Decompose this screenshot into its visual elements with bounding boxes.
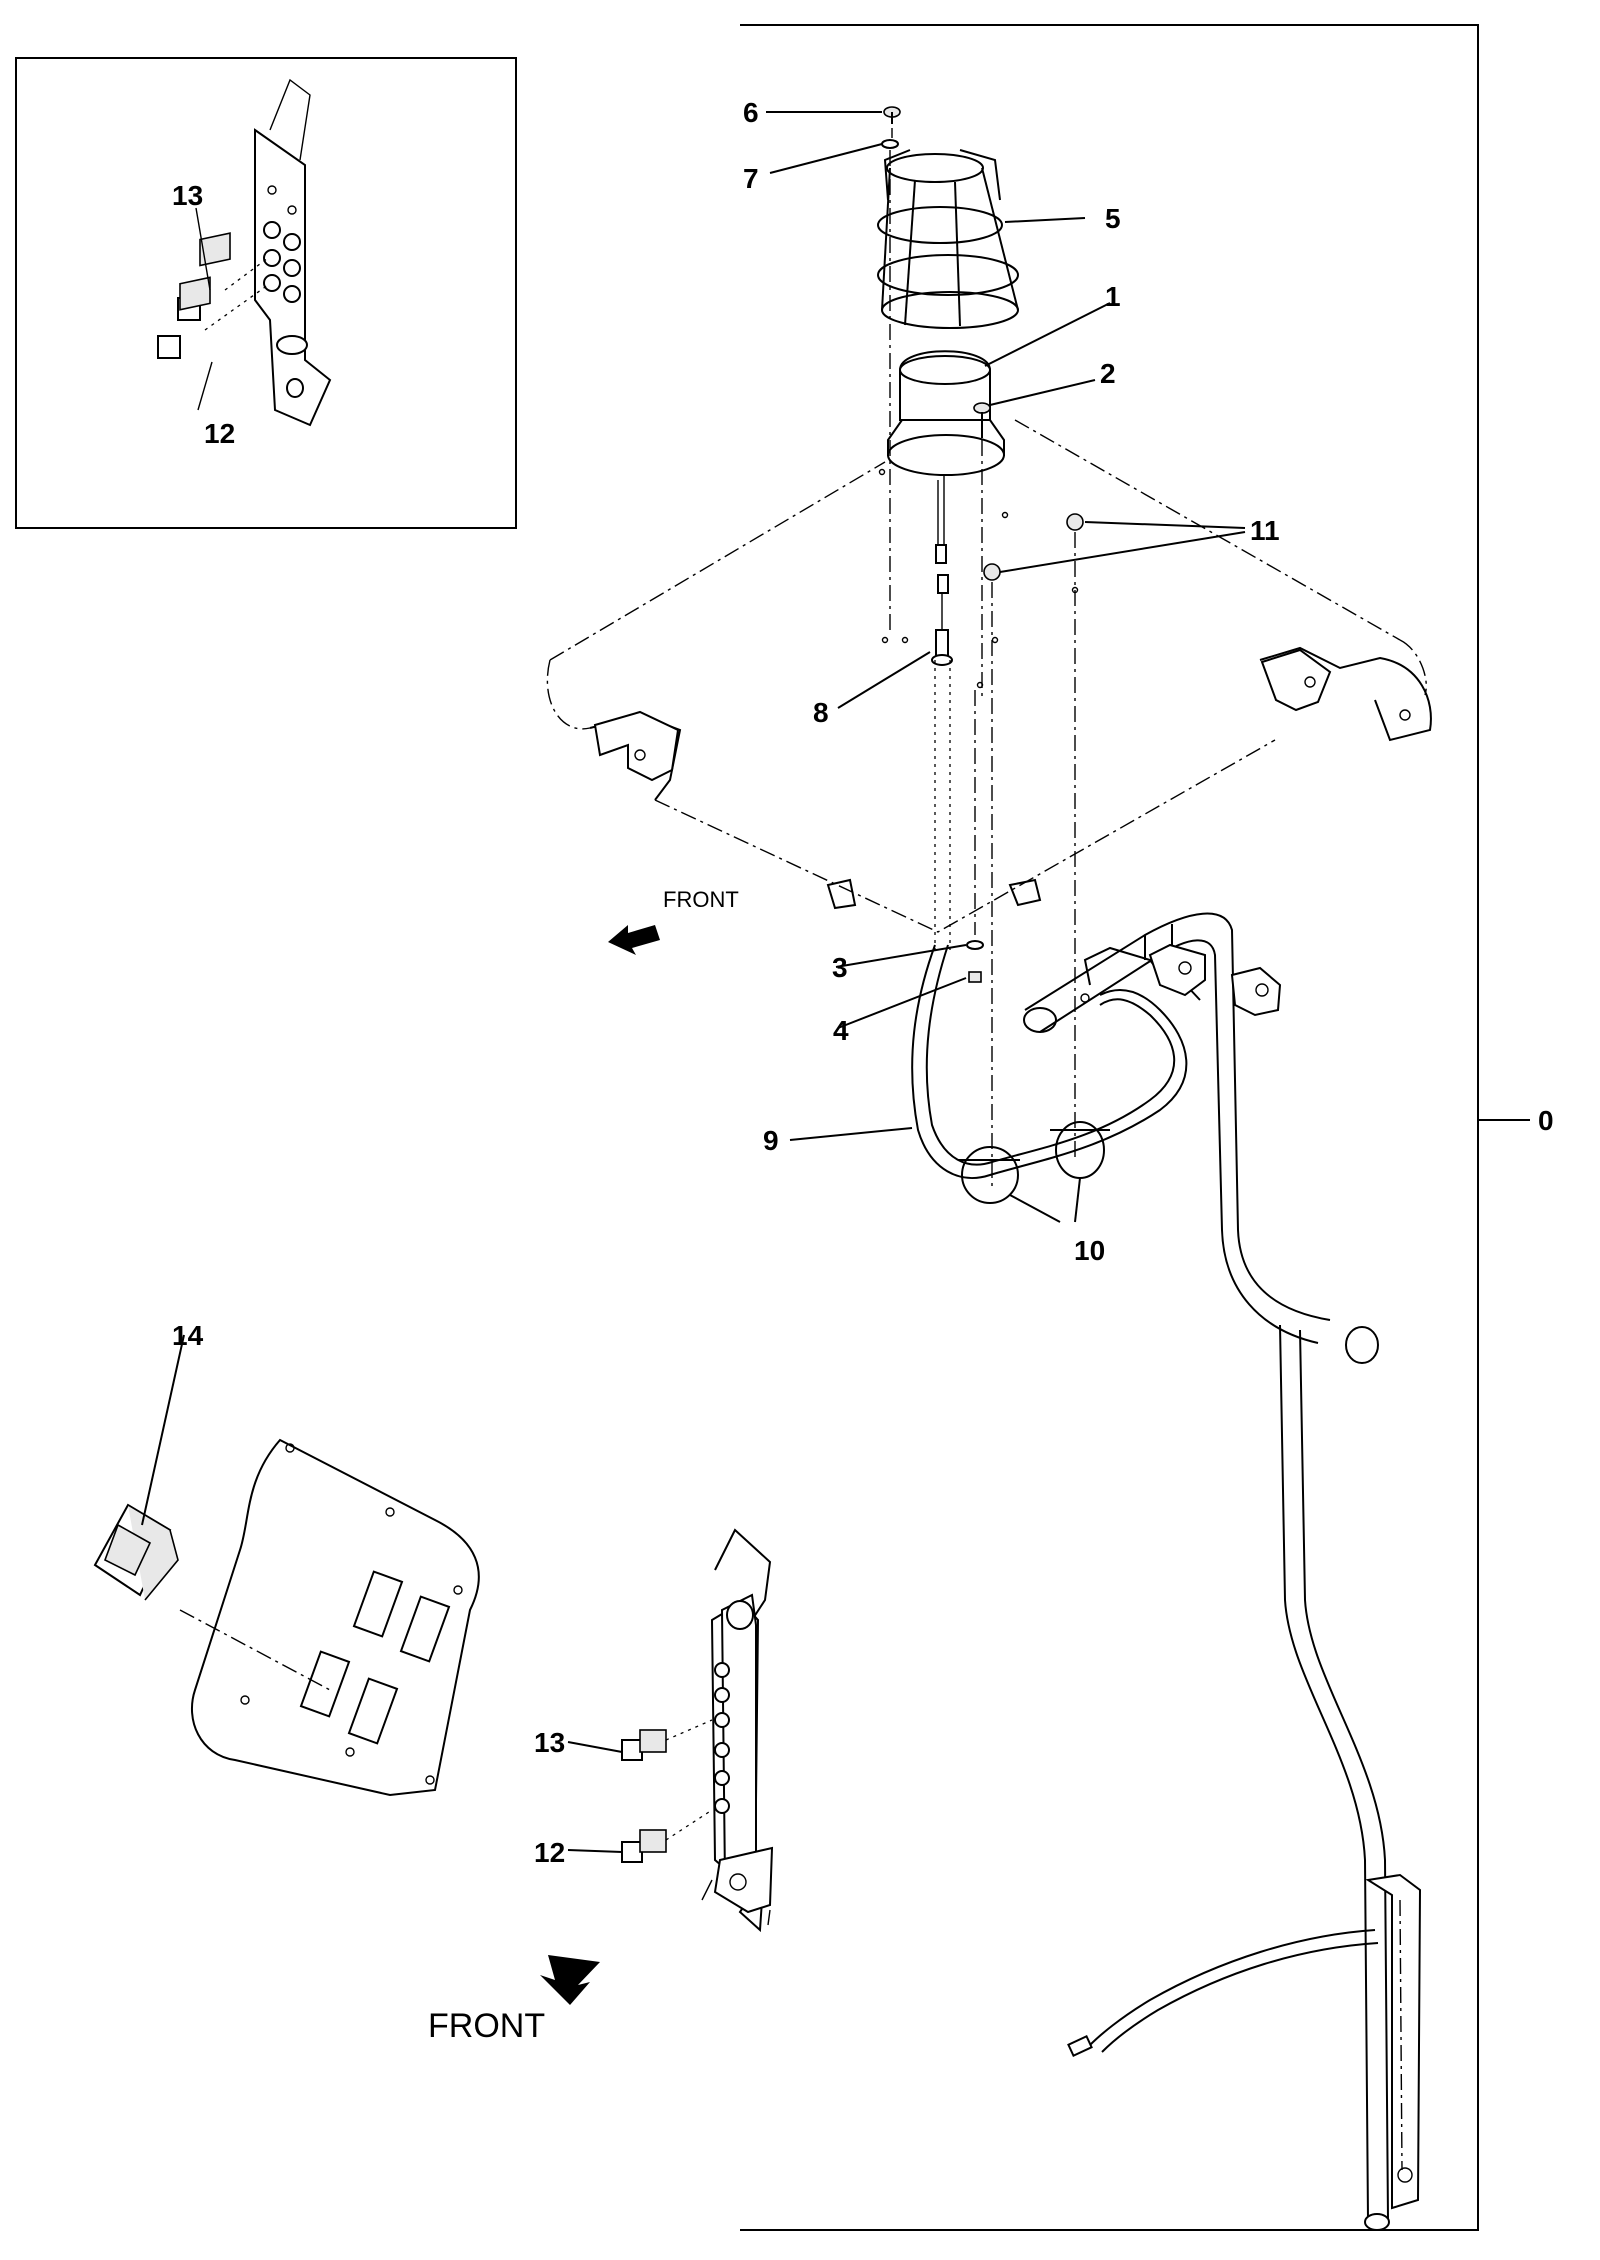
center-lines: [889, 128, 1076, 1190]
grommet: [931, 629, 953, 666]
callout-1: 1: [1105, 281, 1121, 312]
callout-0: 0: [1538, 1105, 1554, 1136]
connector-cable: [1067, 1929, 1379, 2057]
rocker-switch: [93, 1503, 179, 1601]
front-label-upper: FRONT: [663, 887, 739, 912]
beacon-lamp: [887, 350, 1005, 640]
panel-screws: [983, 513, 1084, 581]
front-arrow-lower: [540, 1955, 600, 2005]
inset-breaker-12: [157, 276, 269, 359]
callout-10: 10: [1074, 1235, 1105, 1266]
callout-3: 3: [832, 952, 848, 983]
guard-cage: [877, 149, 1019, 329]
callout-14: 14: [172, 1320, 204, 1351]
callout-11: 11: [1250, 515, 1280, 546]
callout-7: 7: [743, 163, 759, 194]
front-arrow-upper: [608, 925, 660, 955]
breaker-strip: [701, 1528, 774, 1933]
assembly-bracket: [740, 24, 1530, 2231]
inset-callout-12: 12: [204, 418, 235, 449]
switch-panel: [179, 1438, 480, 1797]
screw-and-washer: [881, 106, 901, 149]
callout-12: 12: [534, 1837, 565, 1868]
front-label-lower: FRONT: [428, 2007, 545, 2045]
callout-2: 2: [1100, 358, 1116, 389]
callout-6: 6: [743, 97, 759, 128]
callout-9: 9: [763, 1125, 779, 1156]
leader-lines: [141, 111, 1246, 1853]
nut-and-washer: [966, 940, 984, 983]
inset-callout-13: 13: [172, 180, 203, 211]
wire-harness: [911, 944, 1188, 1179]
tube-frame: [1023, 912, 1422, 2231]
lamp-screw: [973, 402, 991, 438]
callout-13: 13: [534, 1727, 565, 1758]
callout-4: 4: [833, 1015, 849, 1046]
callout-8: 8: [813, 697, 829, 728]
inset-detail: [15, 57, 517, 529]
breakers-lower: [621, 1719, 713, 1863]
roof-panel: [546, 419, 1432, 933]
cable-clamps: [958, 1121, 1110, 1204]
callout-5: 5: [1105, 203, 1121, 234]
